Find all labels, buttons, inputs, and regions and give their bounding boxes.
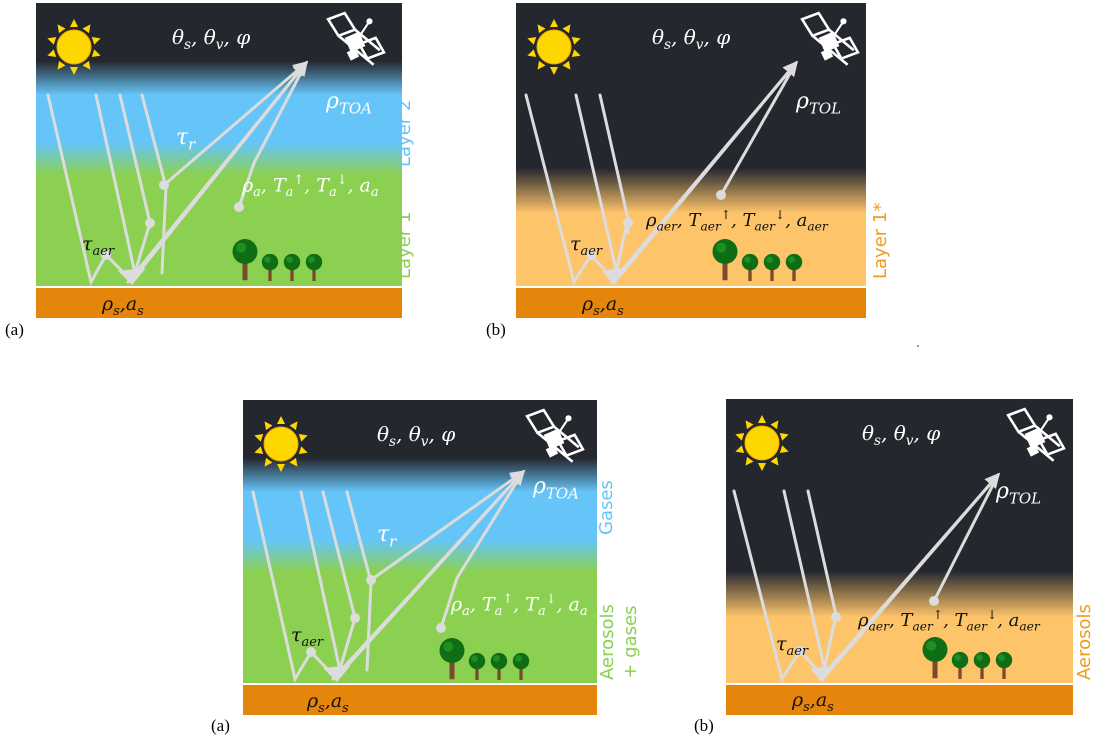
tau-aer-label: τaer (776, 633, 809, 659)
stray-dot (917, 345, 919, 347)
tree-icon (972, 651, 992, 679)
rho-tol-label: ρTOL (796, 89, 842, 118)
aerosols-gases-label: Aerosols+ gases (597, 604, 642, 680)
panel-bottom-right: θs, θv, φ ρTOL ρaer, Taer↑, Taer↓, aaer … (726, 399, 1073, 715)
gases-label: Gases (596, 480, 617, 535)
ground-surface (243, 683, 597, 715)
angle-label: θs, θv, φ (377, 422, 456, 450)
tau-aer-label: τaer (291, 624, 324, 650)
caption-b-bottom: (b) (694, 716, 714, 735)
panel-bottom-left: θs, θv, φ ρTOA τr ρa, Ta↑, Ta↓, aa τaer … (243, 400, 597, 715)
ground-surface (516, 286, 866, 318)
ray-paths (46, 60, 309, 291)
rho-toa-label: ρTOA (533, 474, 579, 503)
tree-icon (489, 652, 509, 680)
angle-label: θs, θv, φ (862, 421, 941, 449)
tau-r-label: τr (377, 522, 397, 551)
tau-aer-label: τaer (570, 233, 603, 259)
sky-gradient (726, 399, 1073, 683)
tree-icon (437, 636, 467, 680)
aerosols-label: Aerosols (1074, 604, 1095, 680)
layer-props-label: ρa, Ta↑, Ta↓, aa (451, 592, 588, 620)
rho-s-label: ρs,as (102, 293, 144, 318)
tree-icon (994, 651, 1014, 679)
panel-top-left: θs, θv, φ ρTOA τr ρa, Ta↑, Ta↓, aa τaer … (36, 3, 402, 318)
tau-aer-label: τaer (82, 233, 115, 259)
layer-props-label: ρa, Ta↑, Ta↓, aa (242, 173, 379, 201)
aer-props-label: ρaer, Taer↑, Taer↓, aaer (858, 608, 1040, 634)
ground-surface (36, 286, 402, 318)
tree-icon (260, 253, 280, 281)
tree-icon (511, 652, 531, 680)
tau-r-label: τr (176, 125, 196, 154)
tree-icon (740, 253, 760, 281)
rho-tol-label: ρTOL (996, 479, 1042, 508)
aer-props-label: ρaer, Taer↑, Taer↓, aaer (646, 208, 828, 234)
tree-icon (950, 651, 970, 679)
rho-s-label: ρs,as (582, 293, 624, 318)
tree-icon (762, 253, 782, 281)
layer2-label: Layer 2 (394, 99, 415, 167)
ray-paths (524, 60, 798, 291)
caption-a-top: (a) (5, 320, 24, 339)
tree-icon (710, 237, 740, 281)
panel-top-right: θs, θv, φ ρTOL ρaer, Taer↑, Taer↓, aaer … (516, 3, 866, 318)
angle-label: θs, θv, φ (172, 25, 251, 53)
rho-toa-label: ρTOA (326, 89, 372, 118)
tree-icon (304, 253, 324, 281)
caption-b-top: (b) (486, 320, 506, 339)
tree-icon (467, 652, 487, 680)
rho-s-label: ρs,as (792, 689, 834, 715)
ray-paths (732, 472, 1000, 688)
tree-icon (784, 253, 804, 281)
layer1-star-label: Layer 1* (870, 202, 891, 279)
sky-gradient (36, 3, 402, 286)
ground-surface (726, 683, 1073, 715)
angle-label: θs, θv, φ (652, 25, 731, 53)
rho-s-label: ρs,as (307, 690, 349, 715)
layer1-label: Layer 1 (394, 211, 415, 279)
caption-a-bottom: (a) (211, 716, 230, 735)
tree-icon (230, 237, 260, 281)
tree-icon (282, 253, 302, 281)
tree-icon (920, 635, 950, 679)
